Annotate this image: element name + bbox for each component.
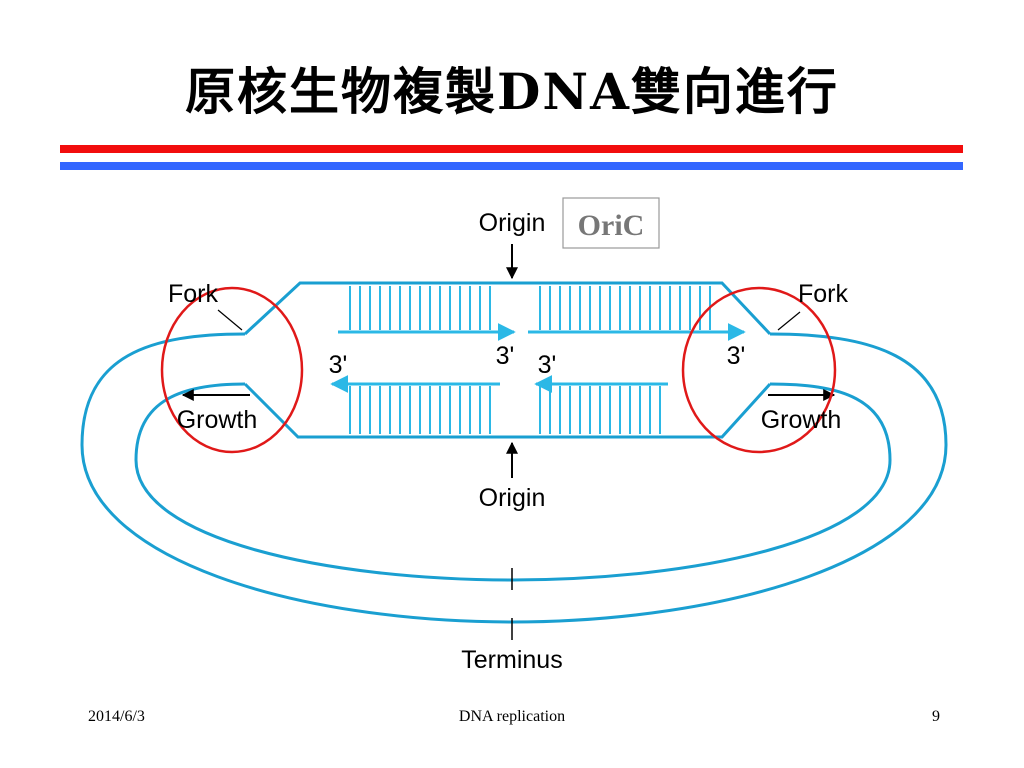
page-number: 9 <box>932 708 940 725</box>
prime-label-upper-center: 3' <box>496 342 515 370</box>
fork-right-label: Fork <box>798 280 849 308</box>
bubble-bottom-strand <box>243 382 772 439</box>
fork-left-label: Fork <box>168 280 219 308</box>
highlight-circle-left <box>160 286 304 454</box>
fork-right-pointer <box>777 311 801 331</box>
slide-title: 原核生物複製DNA雙向進行 <box>185 62 839 121</box>
bubble-top-strand <box>243 281 772 336</box>
footer-date: 2014/6/3 <box>88 708 145 725</box>
footer-topic: DNA replication <box>458 708 566 725</box>
prime-label-upper-left: 3' <box>329 351 348 379</box>
oric-label: OriC <box>578 209 645 242</box>
oric-box <box>562 197 660 249</box>
terminus-label: Terminus <box>461 646 562 674</box>
title-rule-red <box>60 145 963 153</box>
base-pair-rungs <box>349 286 711 434</box>
title-rule-blue <box>60 162 963 170</box>
fork-left-pointer <box>217 309 243 331</box>
growth-left-label: Growth <box>177 406 258 434</box>
prime-label-lower-center: 3' <box>538 351 557 379</box>
origin-top-label: Origin <box>479 209 546 237</box>
highlight-circle-right <box>681 286 837 454</box>
prime-label-upper-right: 3' <box>727 342 746 370</box>
growth-right-label: Growth <box>761 406 842 434</box>
origin-bottom-label: Origin <box>479 484 546 512</box>
